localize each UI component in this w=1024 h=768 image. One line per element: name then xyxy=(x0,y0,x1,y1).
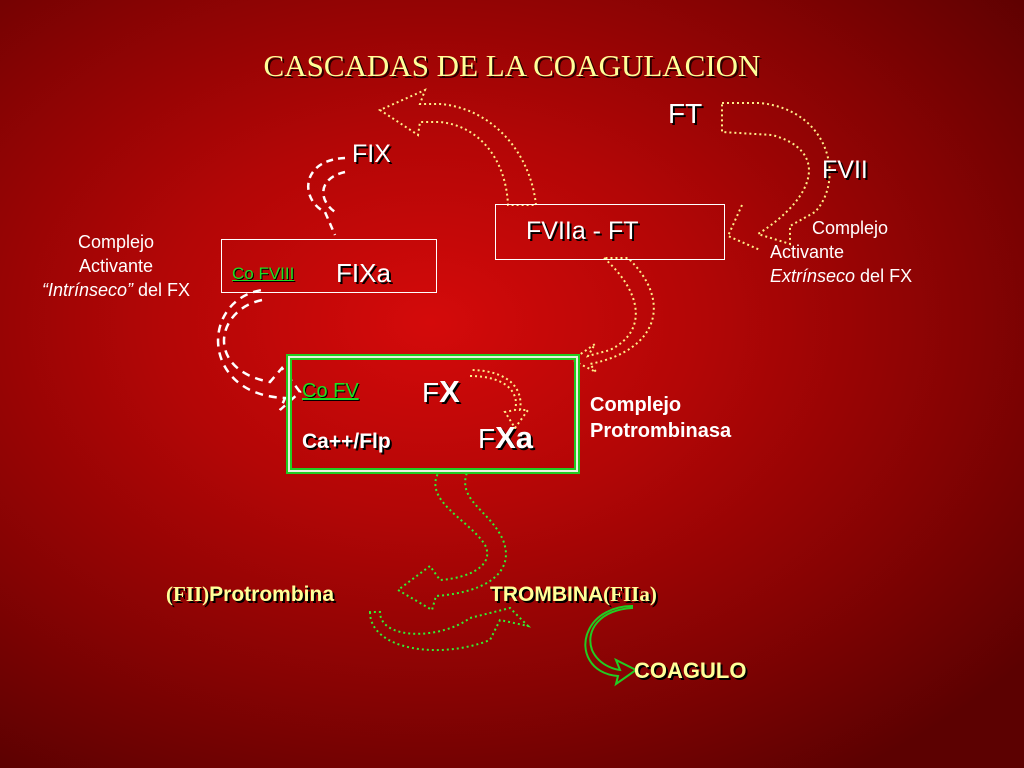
label-extrinsic-complex: Complejo Activante Extrínseco del FX xyxy=(770,216,912,288)
label-co-fv: Co FV xyxy=(302,380,359,402)
prothrombinase-line-2: Protrombinasa xyxy=(590,420,732,442)
label-fx-prefix: F xyxy=(422,377,440,408)
intrinsic-rest: del FX xyxy=(133,280,191,300)
label-fvii: FVII xyxy=(822,156,868,184)
label-fix: FIX xyxy=(352,140,391,168)
intrinsic-line-2: Activante xyxy=(78,256,154,276)
extrinsic-line-3: Extrínseco del FX xyxy=(770,264,912,288)
label-fviia-ft: FVIIa - FT xyxy=(526,217,639,245)
intrinsic-line-1: Complejo xyxy=(77,232,155,252)
extrinsic-line-1: Complejo xyxy=(812,218,889,238)
intrinsic-line-3: “Intrínseco” del FX xyxy=(18,278,214,302)
label-intrinsic-complex: Complejo Activante “Intrínseco” del FX xyxy=(18,230,214,302)
arrow-head-fviia-ft xyxy=(726,204,761,251)
label-protrombina-text: Protrombina xyxy=(209,583,335,606)
label-coagulo: COAGULO xyxy=(634,658,747,683)
label-fx-letter: X xyxy=(439,374,460,409)
arrow-fviia-ft-to-fx xyxy=(570,257,655,373)
prothrombinase-box: Co FV FX Ca++/Flp FXa xyxy=(290,358,576,470)
label-fii: (FII) xyxy=(166,582,210,606)
label-trombina-text: TROMBINA xyxy=(490,583,604,606)
fviia-ft-box: FVIIa - FT xyxy=(495,204,725,260)
label-fxa-letter: Xa xyxy=(495,420,534,455)
label-fx: FX xyxy=(422,374,460,410)
arrow-fixa-to-fx xyxy=(216,288,302,411)
label-ca-flp: Ca++/Flp xyxy=(302,430,391,453)
arrow-fx-to-fxa xyxy=(469,369,530,430)
arrow-fix-to-fixa xyxy=(307,156,346,236)
arrow-protrombina-to-trombina xyxy=(368,606,532,651)
label-fiia: (FIIa) xyxy=(603,582,657,606)
arrow-fvii-to-fviia-ft xyxy=(721,102,831,246)
intrinsic-em: “Intrínseco” xyxy=(41,280,133,300)
arrow-fviia-ft-to-fix xyxy=(377,88,538,206)
fixa-complex-box: Co FVIII FIXa xyxy=(221,239,437,293)
prothrombinase-line-1: Complejo xyxy=(590,394,682,416)
label-prothrombinase-complex: Complejo Protrombinasa xyxy=(590,392,731,444)
label-ft: FT xyxy=(668,98,703,129)
label-trombina: TROMBINA(FIIa) xyxy=(490,582,657,607)
extrinsic-rest: del FX xyxy=(855,266,913,286)
label-fxa-prefix: F xyxy=(478,423,496,454)
extrinsic-line-2: Activante xyxy=(770,242,845,262)
label-co-fviii: Co FVIII xyxy=(232,264,295,283)
arrow-trombina-to-coagulo xyxy=(584,604,638,687)
slide-title: CASCADAS DE LA COAGULACION xyxy=(263,48,761,83)
label-fxa: FXa xyxy=(478,420,533,456)
label-fixa: FIXa xyxy=(336,258,391,288)
extrinsic-em: Extrínseco xyxy=(770,266,856,286)
label-protrombina: (FII)Protrombina xyxy=(166,582,334,607)
